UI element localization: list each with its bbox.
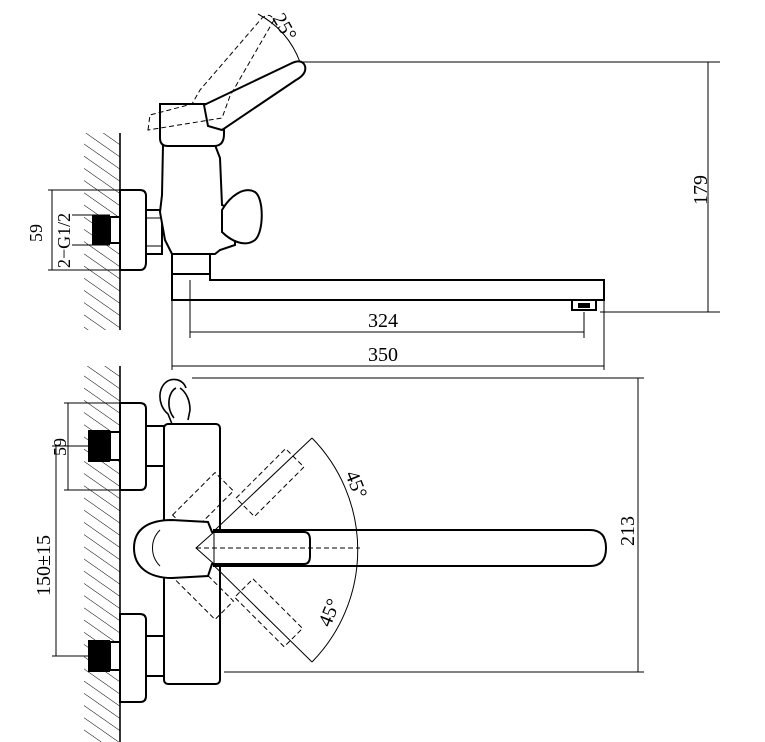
inlet-lower-black [88, 640, 110, 672]
top-view: 45° 45° 213 59 150±15 [33, 366, 644, 742]
angle-arc [311, 437, 359, 663]
label-reach-total: 350 [368, 344, 398, 366]
mixer-body-side [158, 144, 236, 255]
label-angle-lower: 45° [314, 596, 345, 630]
label-inlet-side: 59 [26, 224, 46, 242]
spout-arm-side [171, 273, 605, 301]
label-thread: 2−G1/2 [54, 213, 74, 268]
diverter-knob-side [221, 189, 263, 245]
label-centers: 150±15 [33, 535, 55, 596]
label-height-top: 213 [617, 516, 639, 546]
wall-hatch-top [84, 366, 120, 742]
inlet-pipe-black [92, 215, 110, 245]
flange-top-lower [119, 613, 147, 703]
flange-side [119, 189, 147, 271]
label-inlet-top: 59 [50, 438, 70, 456]
inlet-upper-black [88, 430, 110, 462]
lever-handle-top [132, 518, 311, 580]
label-reach-inner: 324 [368, 310, 398, 332]
lever-handle-side [202, 60, 307, 132]
spout-arm-top [213, 529, 608, 567]
flange-top-upper [119, 402, 147, 491]
lever-handle-phantom [147, 14, 275, 131]
side-view: 25° 179 324 350 59 2−G1/2 [26, 10, 720, 370]
label-height-side: 179 [690, 175, 712, 205]
spout-swivel [171, 253, 211, 275]
label-handle-angle-side: 25° [268, 10, 301, 45]
connector-nut-side [145, 209, 163, 255]
shower-hook [159, 378, 191, 425]
label-angle-upper: 45° [340, 468, 371, 502]
